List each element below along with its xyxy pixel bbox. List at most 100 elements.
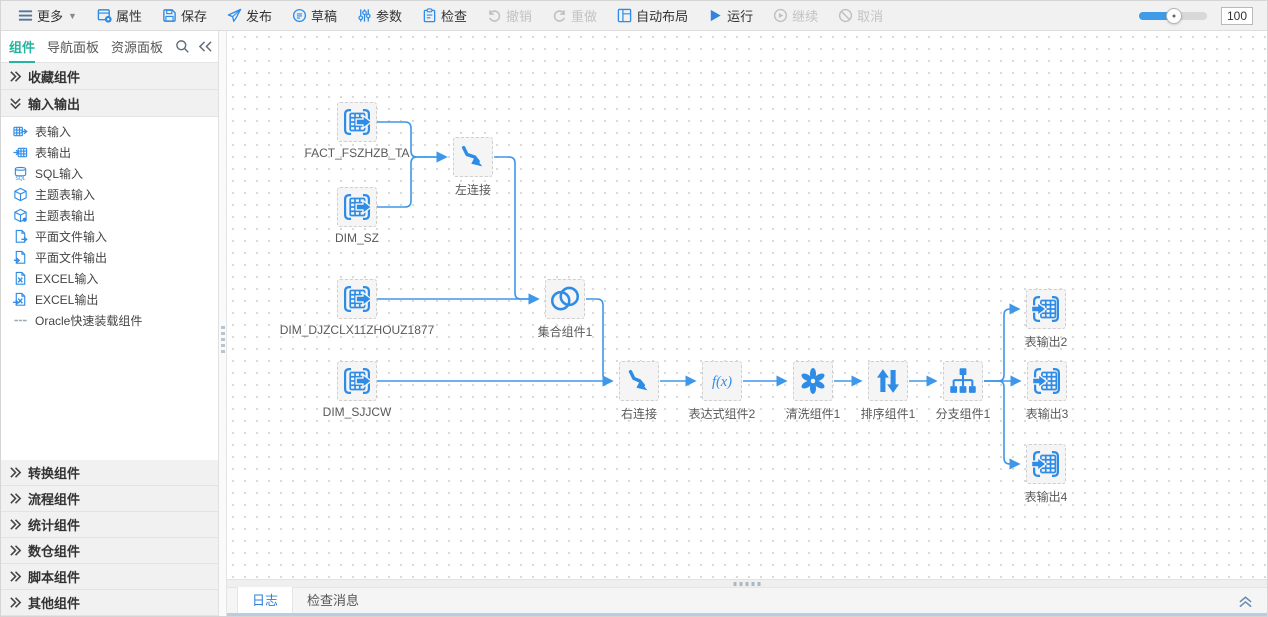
set-node-icon: [548, 282, 582, 316]
toolbar-button-run[interactable]: 运行: [699, 3, 762, 28]
toolbar-button-cancel: 取消: [829, 3, 892, 28]
sidebar-tools: [175, 39, 213, 54]
component-item[interactable]: 主题表输出: [1, 205, 218, 226]
collapse-sidebar-icon[interactable]: [198, 40, 213, 53]
bottom-panel-tab-1[interactable]: 检查消息: [307, 593, 360, 608]
sidebar-section-header[interactable]: 收藏组件: [1, 63, 218, 90]
sidebar-tab-2[interactable]: 资源面板: [111, 39, 164, 55]
toolbar-button-menu[interactable]: 更多▼: [9, 3, 86, 28]
collapse-bottom-panel-icon[interactable]: [1238, 594, 1253, 608]
sidebar-tab-0[interactable]: 组件: [9, 30, 36, 64]
flow-node-n7[interactable]: [619, 361, 659, 401]
section-label: 输入输出: [28, 96, 81, 112]
component-item[interactable]: 主题表输入: [1, 184, 218, 205]
flow-node-label: FACT_FSZHZB_TA: [304, 146, 410, 160]
flow-node-n1[interactable]: [337, 102, 377, 142]
component-item[interactable]: EXCEL输出: [1, 289, 218, 310]
flow-node-label: 表输出4: [1024, 490, 1068, 504]
component-item-label: 主题表输出: [35, 209, 96, 223]
flow-node-label: 排序组件1: [860, 407, 916, 421]
flow-node-label: DIM_SZ: [334, 231, 380, 245]
toolbar-button-label: 发布: [245, 9, 272, 24]
flow-node-label: 表输出3: [1025, 407, 1069, 421]
toolbar-button-auto-layout[interactable]: 自动布局: [608, 3, 697, 28]
excel-output-icon: [13, 292, 28, 307]
table-input-node-icon: [340, 105, 374, 139]
properties-icon: [97, 8, 112, 23]
undo-icon: [487, 8, 502, 23]
zoom-slider-knob[interactable]: [1166, 7, 1183, 24]
excel-input-icon: [13, 271, 28, 286]
flow-node-n12[interactable]: [1026, 289, 1066, 329]
flow-node-n4[interactable]: [337, 279, 377, 319]
flow-node-n14[interactable]: [1026, 444, 1066, 484]
component-item[interactable]: Oracle快速装载组件: [1, 310, 218, 331]
flow-node-n5[interactable]: [545, 279, 585, 319]
sort-node-icon: [871, 364, 905, 398]
zoom-level-input[interactable]: [1221, 6, 1253, 25]
table-output-node-icon: [1029, 447, 1063, 481]
flow-node-n6[interactable]: [337, 361, 377, 401]
component-item[interactable]: 平面文件输入: [1, 226, 218, 247]
toolbar-button-properties[interactable]: 属性: [88, 3, 151, 28]
sidebar-section-header[interactable]: 脚本组件: [1, 564, 218, 590]
toolbar-button-label: 运行: [727, 9, 754, 24]
toolbar-button-params[interactable]: 参数: [348, 3, 411, 28]
flow-node-label: 表输出2: [1024, 335, 1068, 349]
caret-down-icon: ▼: [68, 10, 77, 21]
flow-node-n3[interactable]: [453, 137, 493, 177]
sidebar-section-header[interactable]: 数仓组件: [1, 538, 218, 564]
toolbar-button-label: 检查: [441, 9, 468, 24]
flow-node-n10[interactable]: [868, 361, 908, 401]
bottom-panel-tab-0[interactable]: 日志: [237, 585, 294, 613]
flow-node-n2[interactable]: [337, 187, 377, 227]
search-icon[interactable]: [175, 39, 190, 54]
toolbar-button-inspect[interactable]: 检查: [413, 3, 476, 28]
chevron-right-icon: [9, 596, 22, 609]
flow-node-n8[interactable]: f(x): [702, 361, 742, 401]
toolbar-button-save[interactable]: 保存: [153, 3, 216, 28]
component-item-label: 表输出: [35, 146, 72, 160]
sidebar-section-header[interactable]: 统计组件: [1, 512, 218, 538]
zoom-slider[interactable]: [1139, 7, 1207, 24]
flow-node-n13[interactable]: [1027, 361, 1067, 401]
toolbar-button-continue: 继续: [764, 3, 827, 28]
flow-edges: [377, 121, 1022, 470]
section-label: 转换组件: [28, 466, 81, 481]
flow-edge-n11-n14: [984, 380, 1021, 470]
toolbar-button-draft[interactable]: 草稿: [283, 3, 346, 28]
run-icon: [708, 8, 723, 23]
sidebar-resize-dots: [220, 326, 225, 353]
bottom-accent-strip: [227, 613, 1267, 616]
section-label: 脚本组件: [28, 570, 81, 585]
flow-node-n9[interactable]: [793, 361, 833, 401]
component-item[interactable]: 平面文件输出: [1, 247, 218, 268]
toolbar-zoom-area: [1139, 6, 1259, 25]
flow-edge-n11-n12: [984, 303, 1021, 382]
component-item[interactable]: 表输出: [1, 142, 218, 163]
toolbar-button-label: 撤销: [506, 9, 533, 24]
flow-node-label: 清洗组件1: [785, 407, 841, 421]
continue-icon: [773, 8, 788, 23]
component-item-label: 平面文件输出: [35, 251, 108, 265]
flow-node-n11[interactable]: [943, 361, 983, 401]
table-input-icon: [13, 124, 28, 139]
sidebar-resize-handle[interactable]: [219, 31, 227, 616]
bottom-panel-resize-handle[interactable]: [227, 579, 1267, 587]
flow-edge-n5-n7: [586, 298, 614, 387]
toolbar-button-publish[interactable]: 发布: [218, 3, 281, 28]
sidebar-section-header[interactable]: 输入输出: [1, 90, 218, 117]
sidebar-section-header[interactable]: 流程组件: [1, 486, 218, 512]
component-item[interactable]: 表输入: [1, 121, 218, 142]
redo-icon: [552, 8, 567, 23]
sidebar-section-header[interactable]: 其他组件: [1, 590, 218, 616]
table-input-node-icon: [340, 282, 374, 316]
sidebar-tab-1[interactable]: 导航面板: [47, 39, 100, 55]
subject-table-input-icon: [13, 187, 28, 202]
sidebar-section-header[interactable]: 转换组件: [1, 460, 218, 486]
component-item[interactable]: EXCEL输入: [1, 268, 218, 289]
